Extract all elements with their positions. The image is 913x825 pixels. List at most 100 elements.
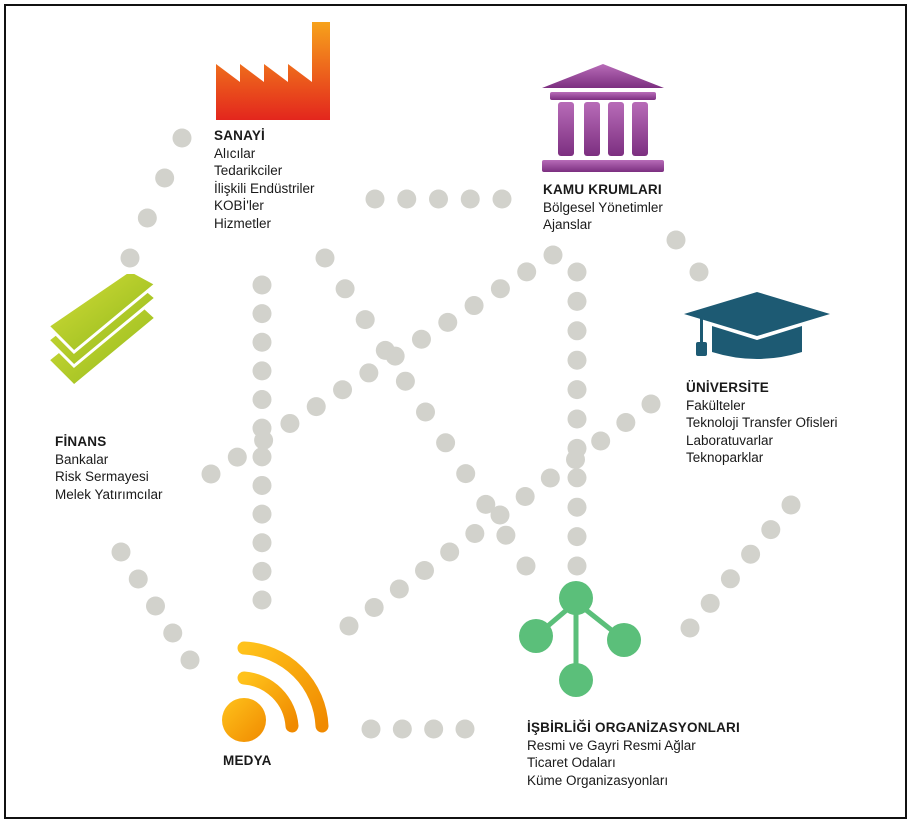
connector-dot: [490, 279, 510, 299]
connector-dot: [137, 208, 157, 228]
isbirligi-item: Resmi ve Gayri Resmi Ağlar: [527, 737, 696, 753]
connector-dot: [567, 291, 587, 311]
connector-dot: [455, 719, 475, 739]
connector-dot: [567, 527, 587, 547]
medya-title: MEDYA: [223, 753, 272, 768]
sanayi-item: İlişkili Endüstriler: [214, 180, 315, 196]
connector-dot: [335, 279, 355, 299]
connector-dot: [252, 304, 272, 324]
connector-dot: [120, 248, 140, 268]
connector-dot: [566, 450, 585, 469]
connector-dot: [111, 542, 131, 562]
connector-dot: [540, 468, 560, 488]
medya-label: MEDYA: [223, 752, 272, 770]
connector-dot: [252, 275, 272, 295]
finans-item: Bankalar: [55, 451, 109, 467]
connector-dot: [333, 380, 353, 400]
connector-dot: [567, 409, 587, 429]
connector-dot: [440, 542, 460, 562]
isbirligi-item: Ticaret Odaları: [527, 755, 616, 770]
connector-dot: [567, 321, 587, 341]
connector-dot: [429, 189, 448, 209]
connector-dot: [252, 561, 272, 581]
connector-dot: [252, 590, 272, 610]
connector-dot: [460, 189, 480, 209]
kamu-title: KAMU KRUMLARI: [543, 182, 662, 197]
connector-dot: [464, 296, 484, 316]
connector-dot: [385, 346, 405, 366]
connector-dot: [389, 579, 409, 599]
connector-dot: [436, 433, 456, 453]
sanayi-item: Hizmetler: [214, 215, 272, 231]
connector-dot: [680, 618, 700, 638]
connector-dot: [397, 189, 417, 209]
kamu-item: Bölgesel Yönetimler: [543, 199, 663, 215]
connector-dot: [517, 262, 537, 282]
isbirligi-item: Küme Organizasyonları: [527, 772, 669, 788]
connector-dot: [392, 719, 412, 739]
universite-item: Fakülteler: [686, 397, 746, 413]
connector-dot: [172, 128, 192, 148]
connector-dot: [456, 464, 476, 484]
connector-dot: [128, 569, 148, 589]
government-building-icon: [542, 64, 664, 172]
connector-dot: [201, 464, 221, 484]
connector-dot: [616, 413, 636, 432]
connector-dot: [252, 361, 272, 381]
universite-item: Teknoparklar: [686, 450, 764, 465]
connector-dot: [438, 312, 458, 332]
connector-dot: [355, 310, 375, 330]
connector-dot: [411, 329, 431, 349]
connector-dot: [252, 533, 272, 553]
connector-dot: [163, 623, 183, 643]
connector-dot: [254, 430, 274, 450]
connector-dot: [567, 497, 587, 517]
connector-dot: [361, 719, 381, 739]
connector-dot: [641, 394, 661, 414]
connector-dot: [339, 616, 359, 636]
connector-dot: [146, 596, 165, 616]
connector-dot: [252, 447, 272, 467]
connector-dot: [306, 397, 326, 417]
connector-dot: [415, 561, 434, 580]
connector-dot: [666, 230, 686, 250]
connector-dot: [492, 189, 512, 209]
connector-dot: [395, 371, 415, 391]
connector-dot: [424, 719, 444, 739]
connector-dot: [567, 468, 587, 488]
connector-dot: [365, 189, 385, 209]
kamu-item: Ajanslar: [543, 217, 592, 232]
sanayi-item: KOBİ'ler: [214, 198, 264, 213]
connector-dot: [515, 487, 535, 506]
connector-dot: [465, 524, 485, 543]
connector-dot: [359, 363, 379, 383]
universite-label: ÜNİVERSİTE Fakülteler Teknoloji Transfer…: [686, 379, 838, 467]
connector-dot: [567, 262, 587, 282]
connector-dot: [567, 556, 587, 576]
connector-dot: [252, 332, 272, 352]
connector-dot: [416, 402, 435, 422]
universite-item: Teknoloji Transfer Ofisleri: [686, 415, 838, 430]
factory-icon: [216, 22, 330, 120]
stacked-cards-icon: [45, 274, 159, 389]
connector-dot: [516, 556, 536, 576]
connector-dot: [476, 494, 496, 514]
kamu-label: KAMU KRUMLARI Bölgesel Yönetimler Ajansl…: [543, 181, 663, 234]
connector-dot: [490, 505, 510, 525]
connector-dot: [591, 431, 611, 451]
connector-dot: [252, 504, 272, 524]
connector-dot: [496, 525, 516, 545]
sanayi-label: SANAYİ Alıcılar Tedarikciler İlişkili En…: [214, 127, 315, 232]
connector-dot: [155, 168, 175, 188]
connector-dot: [280, 413, 300, 433]
connector-dot: [252, 390, 272, 410]
connector-dot: [700, 593, 720, 613]
universite-title: ÜNİVERSİTE: [686, 380, 770, 395]
finans-item: Risk Sermayesi: [55, 469, 149, 484]
sanayi-title: SANAYİ: [214, 128, 265, 143]
finans-item: Melek Yatırımcılar: [55, 486, 163, 502]
connector-dot: [227, 447, 247, 467]
sanayi-item: Alıcılar: [214, 145, 256, 161]
connector-dot: [543, 245, 563, 265]
